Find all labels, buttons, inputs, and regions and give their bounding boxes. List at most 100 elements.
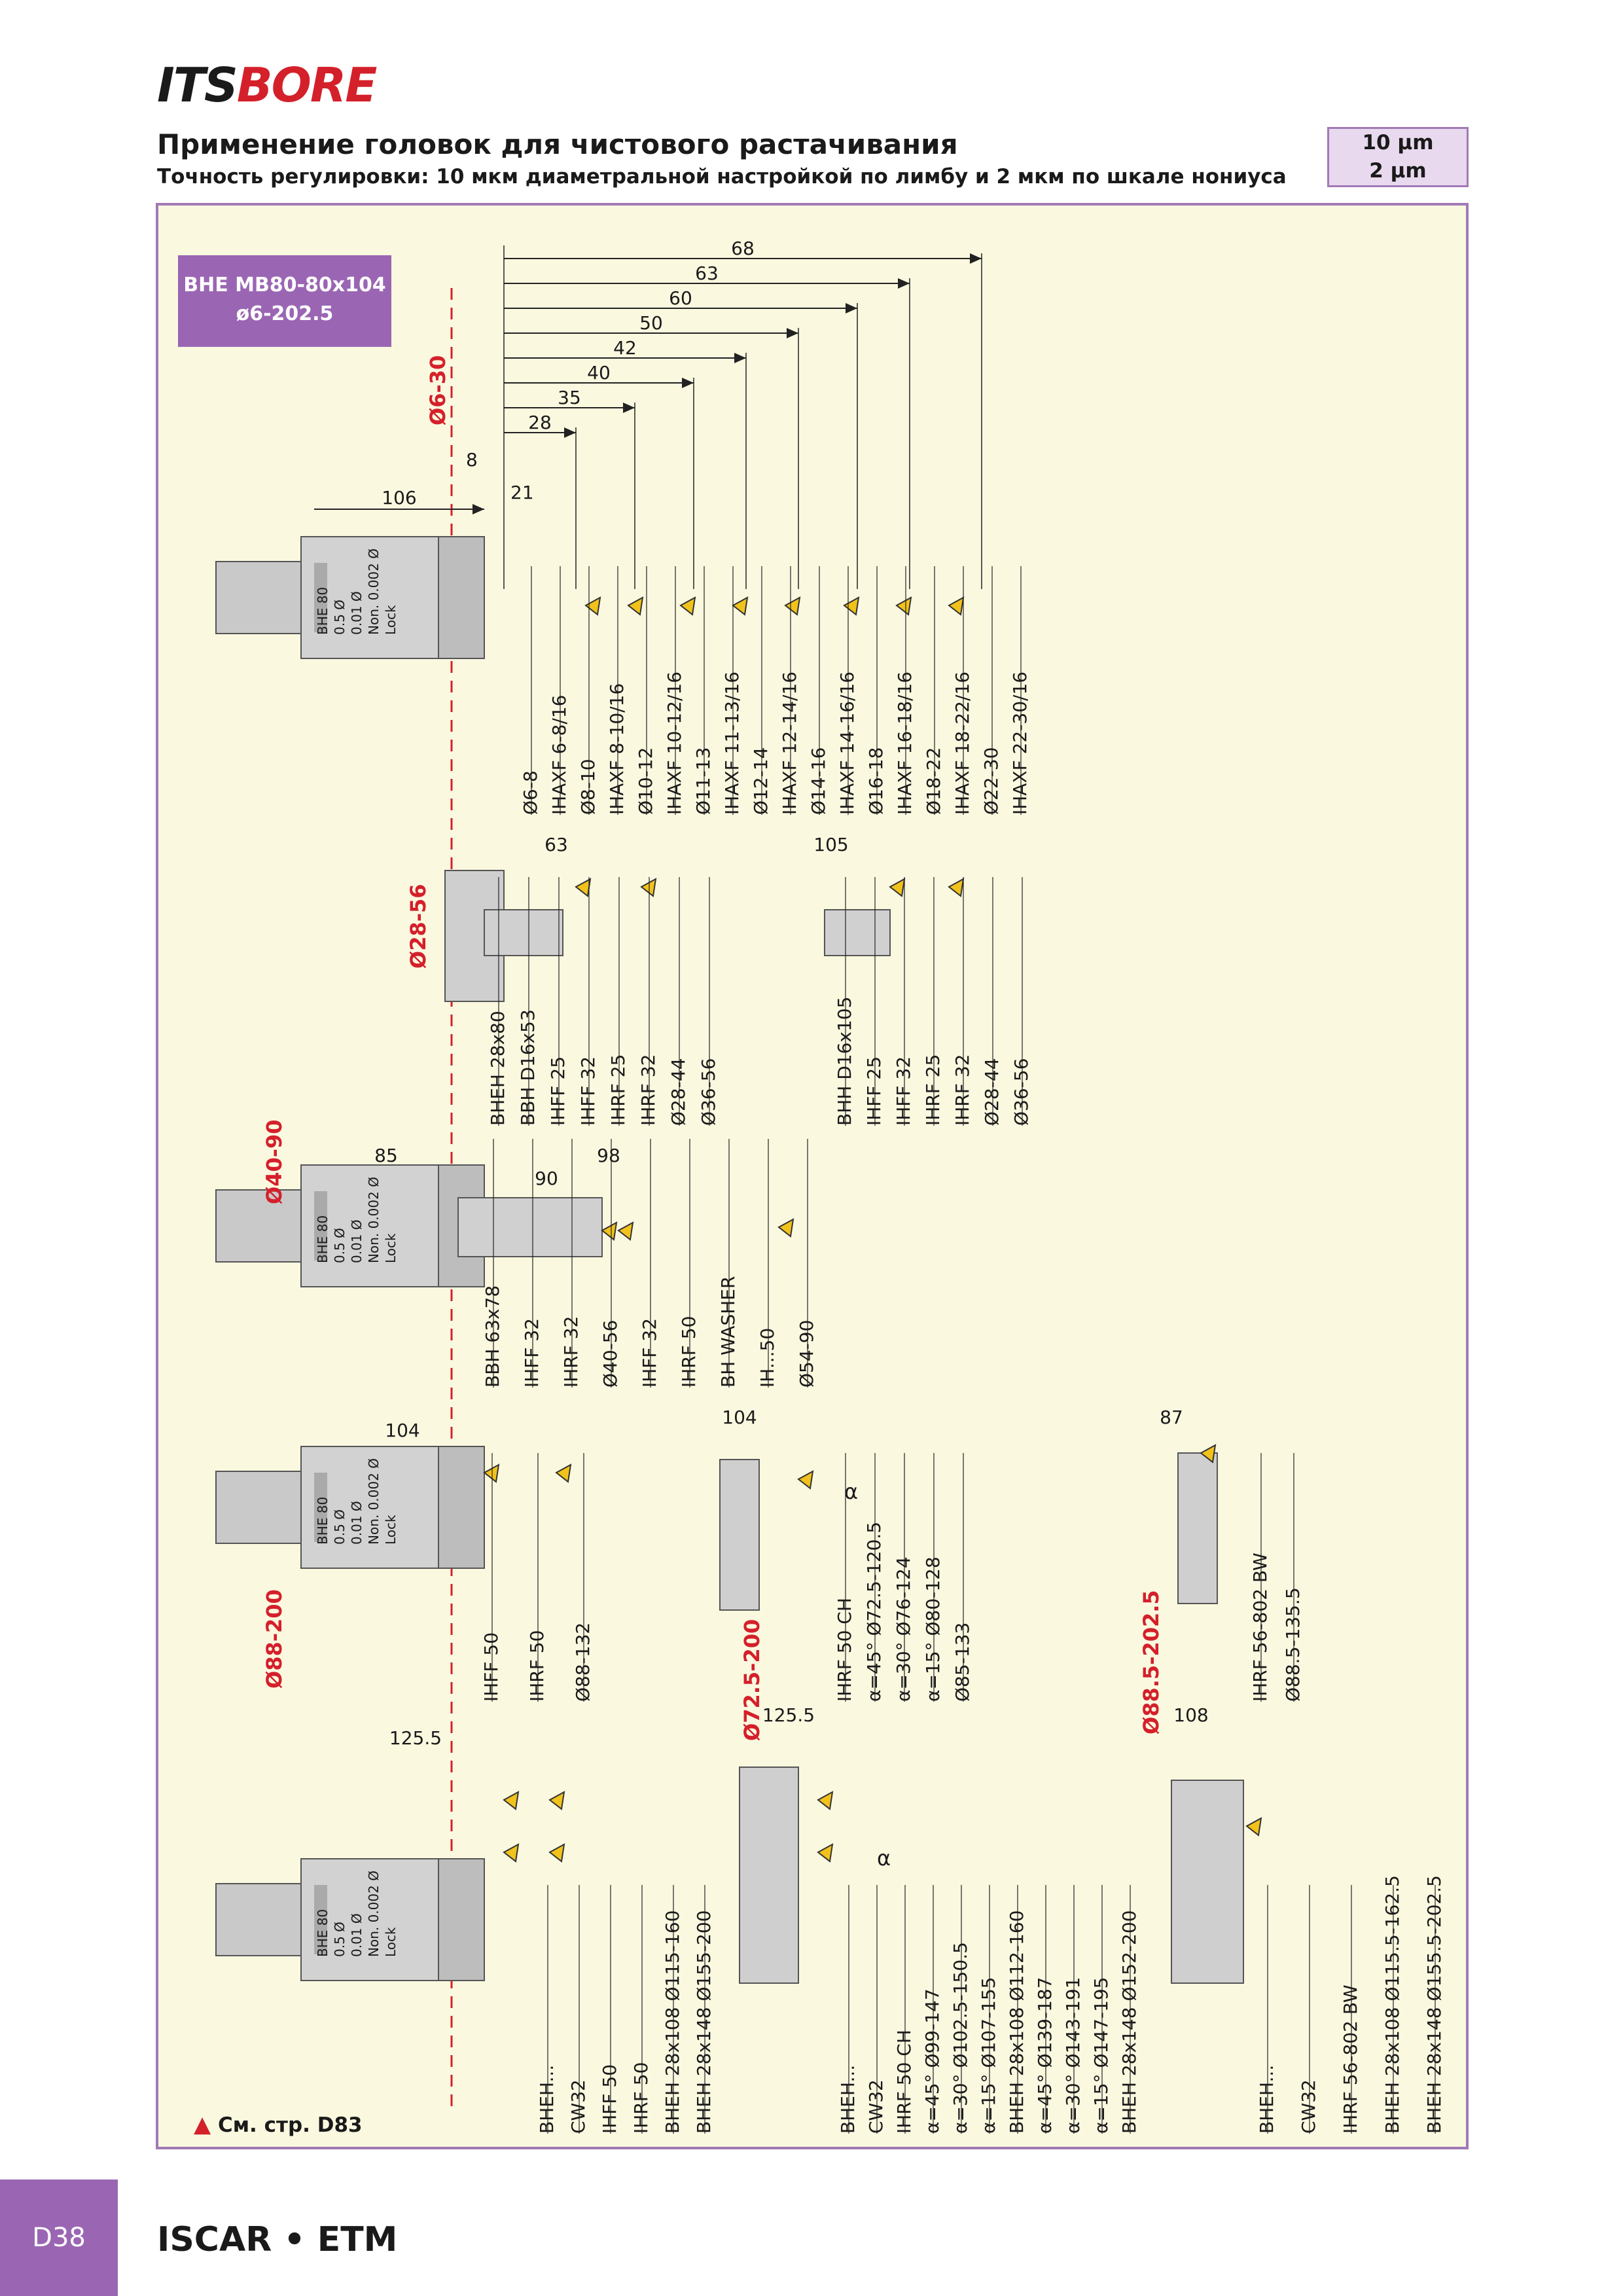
- head-mark: Lock: [383, 605, 399, 635]
- insert-label: Ø8-10: [577, 759, 599, 815]
- diameter-range-label: Ø28-56: [406, 884, 431, 969]
- tool-label: IHFF 25: [863, 1056, 885, 1126]
- insert-label: IHAXF 16-18/16: [894, 672, 916, 815]
- dim-value: 98: [597, 1145, 620, 1166]
- dim-value: 50: [639, 312, 663, 334]
- dim-value: 108: [1173, 1704, 1208, 1726]
- shank-bar: [484, 909, 563, 956]
- tool-label: BH WASHER: [717, 1276, 739, 1388]
- tool-label: CW32: [567, 2079, 589, 2134]
- dim-value: 104: [385, 1420, 419, 1441]
- tool-label: IH...50: [757, 1328, 778, 1388]
- carbide-insert: [732, 596, 749, 616]
- insert-label: Ø11-13: [692, 747, 714, 815]
- alpha-symbol: α: [877, 1846, 891, 1871]
- diameter-range-label: Ø40-90: [262, 1119, 287, 1204]
- alpha-symbol: α: [844, 1479, 858, 1504]
- dim-value: 125.5: [762, 1704, 815, 1726]
- head-mark: 0.5 Ø: [332, 1509, 348, 1545]
- warning-note: ▲ См. стр. D83: [194, 2111, 363, 2138]
- diameter-range-label: Ø6-30: [425, 355, 450, 425]
- tool-label: α=45° Ø139-187: [1034, 1977, 1056, 2134]
- carbide-insert: [797, 1470, 814, 1490]
- precision-box: 10 µm 2 µm: [1327, 127, 1469, 187]
- tool-label: BHEH 28x148 Ø155.5-202.5: [1423, 1875, 1445, 2134]
- dim-value: 63: [695, 262, 719, 284]
- carbide-insert: [777, 1218, 794, 1238]
- tool-label: CW32: [1298, 2079, 1319, 2134]
- tool-label: Ø28-44: [981, 1058, 1003, 1126]
- tool-label: IHFF 50: [599, 2064, 620, 2134]
- tool-holder-3: [1177, 1452, 1218, 1604]
- tool-label: IHFF 32: [577, 1056, 599, 1126]
- tool-label: IHRF 56-802 BW: [1340, 1984, 1361, 2134]
- tool-label: Ø88.5-135.5: [1282, 1587, 1304, 1702]
- tool-label: IHRF 25: [922, 1054, 944, 1126]
- carbide-insert: [627, 596, 644, 616]
- head-mark: Lock: [383, 1515, 399, 1545]
- dim-value-8: 8: [466, 449, 478, 471]
- tool-label: BHEH 28x148 Ø152-200: [1118, 1910, 1140, 2134]
- warning-icon: ▲: [194, 2111, 211, 2138]
- carbide-insert: [584, 596, 601, 616]
- insert-label: IHAXF 6-8/16: [548, 695, 570, 815]
- tool-label: BHEH 28x80: [487, 1011, 508, 1126]
- head-mark: Non. 0.002 Ø: [366, 1177, 382, 1263]
- head-mark: BHE 80: [315, 587, 330, 635]
- tool-label: Ø28-44: [668, 1058, 689, 1126]
- tool-label: BBH D16x53: [517, 1009, 539, 1126]
- tool-label: α=15° Ø147-195: [1090, 1977, 1112, 2134]
- head-mark: Lock: [383, 1233, 399, 1263]
- tool-label: IHRF 56-802 BW: [1249, 1552, 1271, 1702]
- insert-label: IHAXF 11-13/16: [721, 672, 743, 815]
- page-number: D38: [0, 2179, 118, 2296]
- tool-label: CW32: [865, 2079, 887, 2134]
- carbide-insert: [503, 1843, 520, 1863]
- model-range: ø6-202.5: [236, 302, 334, 325]
- tool-label: Ø36-56: [1010, 1058, 1032, 1126]
- head-mark: Lock: [383, 1927, 399, 1957]
- tool-label: α=30° Ø143-191: [1062, 1977, 1084, 2134]
- head-mark: BHE 80: [315, 1215, 330, 1263]
- head-mark: Non. 0.002 Ø: [366, 1871, 382, 1957]
- precision-fine: 2 µm: [1369, 159, 1427, 183]
- carbide-insert: [503, 1791, 520, 1810]
- page-title: Применение головок для чистового растачи…: [157, 128, 958, 160]
- carbide-insert: [948, 878, 965, 897]
- insert-label: Ø16-18: [865, 747, 887, 815]
- insert-label: Ø22-30: [980, 747, 1002, 815]
- diameter-range-label: Ø88.5-202.5: [1139, 1590, 1164, 1734]
- carbide-insert: [679, 596, 696, 616]
- insert-label: IHAXF 10-12/16: [664, 672, 685, 815]
- tool-label: α=30° Ø76-124: [893, 1556, 914, 1702]
- head-mark: Non. 0.002 Ø: [366, 548, 382, 635]
- dim-value: 42: [613, 337, 637, 359]
- warning-text: См. стр. D83: [217, 2113, 363, 2137]
- tool-label: BHH D16x105: [834, 997, 855, 1126]
- tool-label: IHRF 50: [630, 2062, 652, 2134]
- tool-label: Ø40-56: [599, 1320, 621, 1388]
- dim-value: 28: [528, 412, 552, 433]
- insert-label: Ø14-16: [808, 747, 829, 815]
- carbide-insert: [817, 1843, 834, 1863]
- tool-label: IHRF 50: [678, 1316, 700, 1388]
- itsbore-logo: ITSBORE: [157, 58, 377, 113]
- tool-label: IHRF 50 CH: [893, 2030, 915, 2134]
- tool-label: IHFF 32: [639, 1318, 660, 1388]
- shank-bar: [457, 1197, 603, 1257]
- diameter-range-label: Ø88-200: [262, 1589, 287, 1689]
- head-mark: 0.5 Ø: [332, 1228, 348, 1263]
- carbide-insert: [483, 1463, 500, 1483]
- tool-label: α=15° Ø80-128: [922, 1556, 944, 1702]
- dim-value: 60: [669, 287, 692, 309]
- model-name: BHE MB80-80x104: [183, 274, 386, 296]
- carbide-insert: [948, 596, 965, 616]
- dim-value: 63: [544, 834, 568, 855]
- dim-value: 105: [813, 834, 848, 855]
- insert-label: IHAXF 8-10/16: [606, 683, 628, 815]
- insert-label: IHAXF 14-16/16: [836, 672, 858, 815]
- insert-label: IHAXF 12-14/16: [779, 672, 800, 815]
- tool-label: Ø36-56: [698, 1058, 719, 1126]
- tool-holder-4: [739, 1767, 799, 1984]
